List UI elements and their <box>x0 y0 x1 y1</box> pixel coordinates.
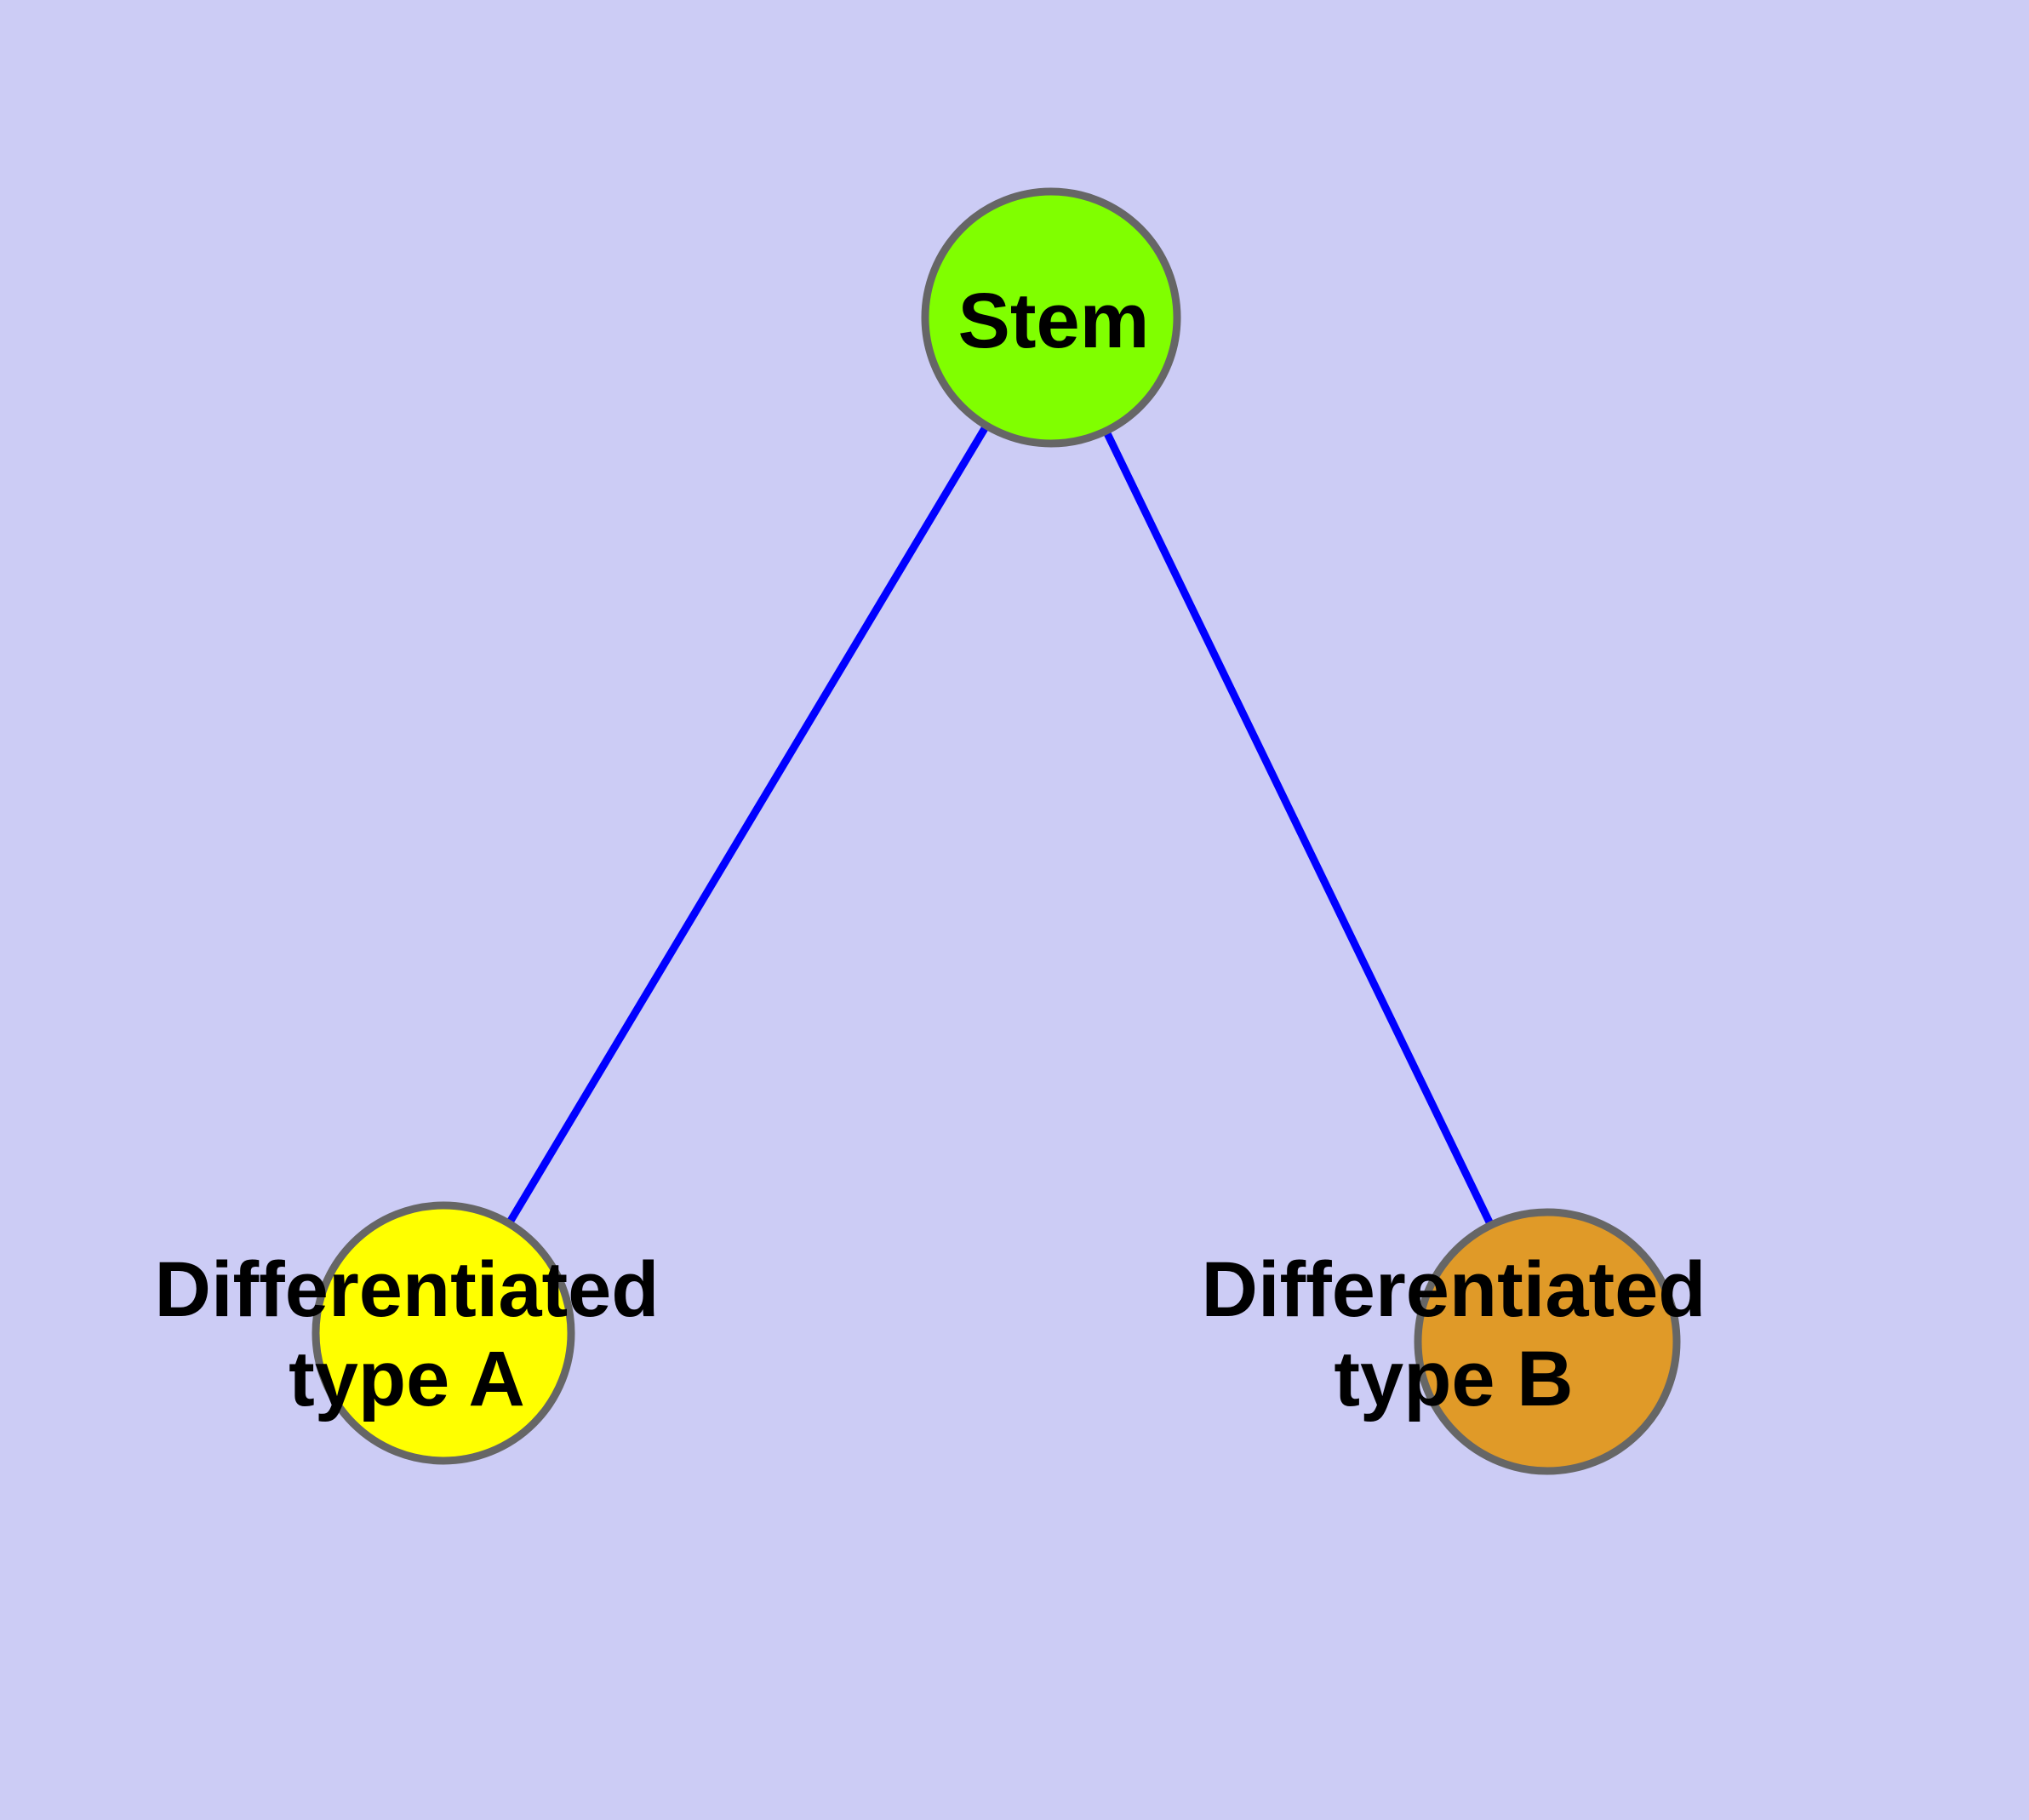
node-label-line: Differentiated <box>1202 1246 1706 1333</box>
node-stem[interactable] <box>921 187 1181 448</box>
node-label-line: Differentiated <box>155 1246 660 1333</box>
node-label-line: type B <box>1334 1336 1573 1422</box>
node-diff_b[interactable] <box>1414 1208 1681 1475</box>
edge-stem-to-diff_a[interactable] <box>440 315 1055 1336</box>
node-label-stem: Stem <box>958 278 1150 364</box>
node-label-line: type A <box>289 1336 525 1422</box>
node-label-line: Stem <box>958 278 1150 364</box>
nodes-layer <box>311 187 1681 1475</box>
edge-stem-to-diff_b[interactable] <box>1047 316 1552 1343</box>
node-diff_a[interactable] <box>311 1201 575 1465</box>
edges-layer <box>440 315 1552 1343</box>
